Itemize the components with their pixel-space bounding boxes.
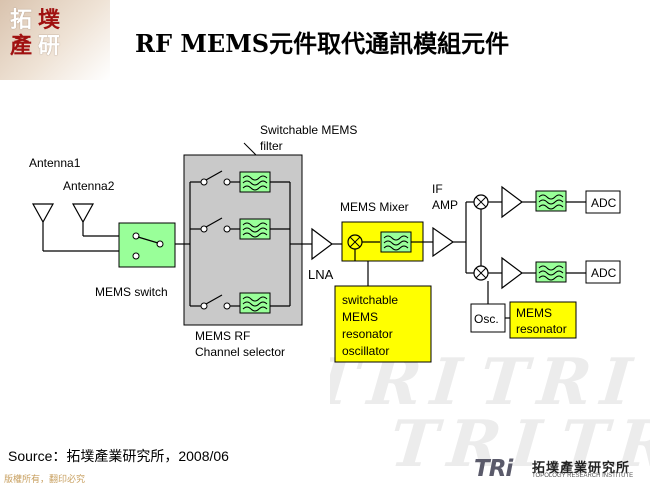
if-amplifier (423, 226, 466, 258)
mems-switch (118, 222, 176, 268)
filter-label-line1: Switchable MEMS (260, 123, 357, 137)
lna-amplifier (302, 227, 342, 261)
filter-label-line2: filter (260, 139, 283, 153)
adc-bottom-label: ADC (591, 266, 617, 280)
i-branch: ADC (473, 185, 621, 219)
mixer-label: MEMS Mixer (340, 200, 409, 214)
logo-char-2: 墣 (38, 7, 61, 33)
switchable-oscillator: switchable MEMS resonator oscillator (334, 285, 432, 363)
page-title: RF MEMS元件取代通訊模組元件 (135, 29, 510, 58)
if-label-line2: AMP (432, 198, 458, 212)
logo-char-4: 研 (38, 33, 61, 59)
resonator-label-line1: MEMS (516, 306, 552, 320)
copyright-notice: 版權所有，翻印必究 (4, 474, 86, 484)
antenna1-label: Antenna1 (29, 156, 81, 170)
channel-selector (183, 154, 303, 326)
mems-switch-label: MEMS switch (95, 285, 168, 299)
selector-label-line2: Channel selector (195, 345, 285, 359)
antenna1 (31, 203, 55, 251)
osc-label-line1: switchable (342, 293, 398, 307)
local-oscillator: Osc. (470, 303, 506, 333)
antenna2-label: Antenna2 (63, 179, 115, 193)
selector-label-line1: MEMS RF (195, 329, 250, 343)
logo-char-3: 產 (10, 33, 33, 59)
osc-label: Osc. (474, 312, 499, 326)
adc-top-label: ADC (591, 196, 617, 210)
resonator-label-line2: resonator (516, 322, 567, 336)
org-logo: TRi 拓墣產業研究所 TOPOLOGY RESEARCH INSTITUTE (474, 456, 650, 485)
if-label-line1: IF (432, 182, 443, 196)
org-logo-name: 拓墣產業研究所 (532, 460, 631, 475)
org-logo-name-en: TOPOLOGY RESEARCH INSTITUTE (532, 473, 634, 479)
logo-char-1: 拓 (10, 7, 33, 33)
lna-label: LNA (308, 267, 334, 282)
antenna2 (71, 203, 95, 236)
source-note: Source：拓墣產業研究所，2008/06 (8, 448, 229, 464)
osc-label-line2: MEMS (342, 310, 378, 324)
mems-mixer (341, 221, 424, 262)
org-logo-mark: TRi (474, 456, 513, 482)
osc-label-line3: resonator (342, 327, 393, 341)
mems-resonator: MEMS resonator (509, 301, 577, 339)
q-branch: ADC (473, 256, 621, 290)
company-logo: 拓 墣 產 研 (0, 0, 110, 80)
osc-label-line4: oscillator (342, 344, 389, 358)
